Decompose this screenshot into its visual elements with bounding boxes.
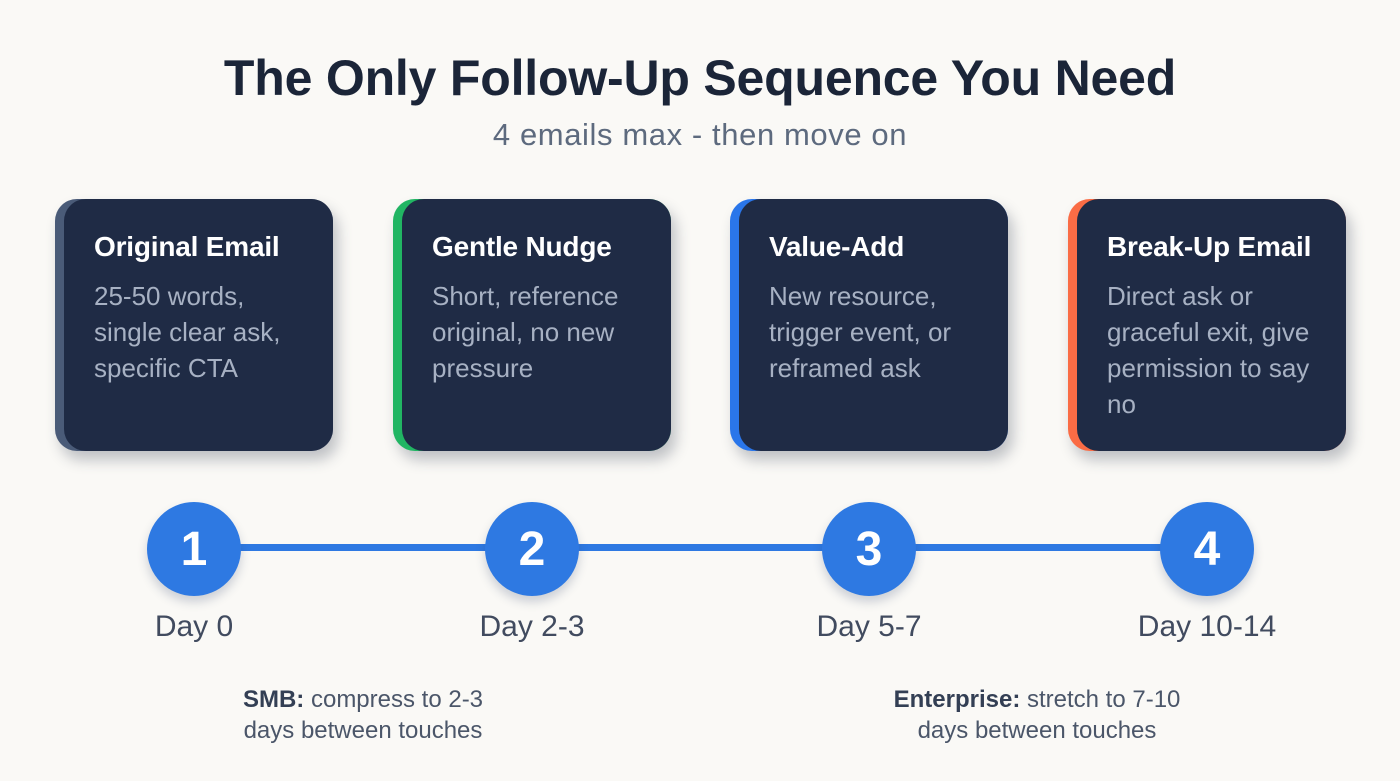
card-title: Original Email	[94, 231, 280, 262]
card-description: New resource, trigger event, or reframed…	[769, 281, 952, 383]
note-enterprise: Enterprise: stretch to 7-10 days between…	[857, 684, 1217, 746]
card-description: 25-50 words, single clear ask, specific …	[94, 281, 281, 383]
step-number: 3	[855, 522, 883, 576]
page-title: The Only Follow-Up Sequence You Need	[223, 50, 1177, 106]
card-description: Direct ask or graceful exit, give permis…	[1107, 281, 1310, 419]
card-title: Break-Up Email	[1107, 231, 1312, 262]
note-smb-label: SMB:	[242, 686, 305, 713]
note-enterprise-text: stretch to 7-10 days between touches	[917, 686, 1181, 744]
day-label-1: Day 0	[154, 610, 234, 643]
card-break-up-email-body: Break-Up Email Direct ask or graceful ex…	[1077, 199, 1346, 451]
timeline-connector-line	[194, 544, 1207, 551]
page-subtitle: 4 emails max - then move on	[492, 117, 908, 152]
card-original-email-body: Original Email 25-50 words, single clear…	[64, 199, 333, 451]
note-smb: SMB: compress to 2-3 days between touche…	[183, 684, 543, 746]
card-title: Gentle Nudge	[432, 231, 612, 262]
card-original-email: Original Email 25-50 words, single clear…	[55, 199, 333, 451]
card-description: Short, reference original, no new pressu…	[432, 281, 619, 383]
card-gentle-nudge-body: Gentle Nudge Short, reference original, …	[402, 199, 671, 451]
card-value-add: Value-Add New resource, trigger event, o…	[730, 199, 1008, 451]
timeline-step-3: 3	[822, 502, 916, 596]
day-label-3: Day 5-7	[816, 610, 922, 643]
card-title: Value-Add	[769, 231, 905, 262]
timeline-step-1: 1	[147, 502, 241, 596]
day-label-4: Day 10-14	[1137, 610, 1277, 643]
step-number: 1	[180, 522, 208, 576]
step-number: 2	[518, 522, 546, 576]
card-break-up-email: Break-Up Email Direct ask or graceful ex…	[1068, 199, 1346, 451]
timeline-step-2: 2	[485, 502, 579, 596]
card-value-add-body: Value-Add New resource, trigger event, o…	[739, 199, 1008, 451]
step-number: 4	[1193, 522, 1221, 576]
card-gentle-nudge: Gentle Nudge Short, reference original, …	[393, 199, 671, 451]
day-label-2: Day 2-3	[479, 610, 585, 643]
note-smb-text: compress to 2-3 days between touches	[243, 686, 484, 744]
timeline-step-4: 4	[1160, 502, 1254, 596]
note-enterprise-label: Enterprise:	[893, 686, 1021, 713]
